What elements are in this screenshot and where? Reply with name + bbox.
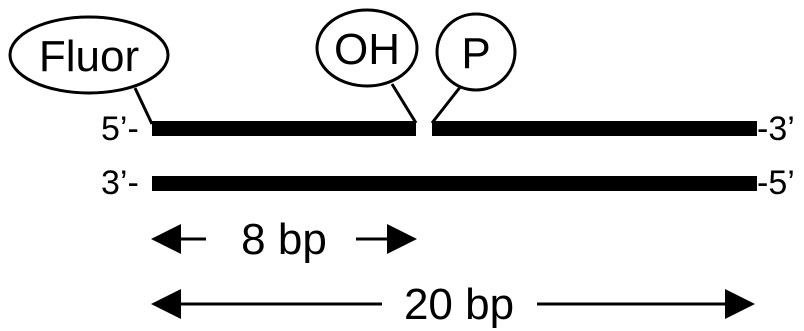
top-right-end-label: -3’ (757, 110, 795, 148)
p-label: P (461, 29, 490, 78)
oh-oval (315, 8, 419, 88)
bottom-strand (152, 176, 757, 191)
bottom-left-end-label: 3’- (101, 164, 139, 202)
p-connector (430, 85, 463, 124)
top-strand-left-segment (152, 121, 416, 136)
fluor-label: Fluor (39, 32, 139, 81)
top-left-end-label: 5’- (101, 110, 139, 148)
fluor-connector (133, 87, 154, 125)
top-strand-right-segment (432, 121, 757, 136)
span-8-label: 8 bp (241, 215, 327, 264)
oh-connector (390, 83, 418, 124)
span-20-label: 20 bp (404, 280, 514, 329)
fluor-oval (8, 15, 170, 95)
bottom-right-end-label: -5’ (757, 164, 795, 202)
oh-label: OH (334, 25, 400, 74)
p-oval (435, 12, 517, 92)
